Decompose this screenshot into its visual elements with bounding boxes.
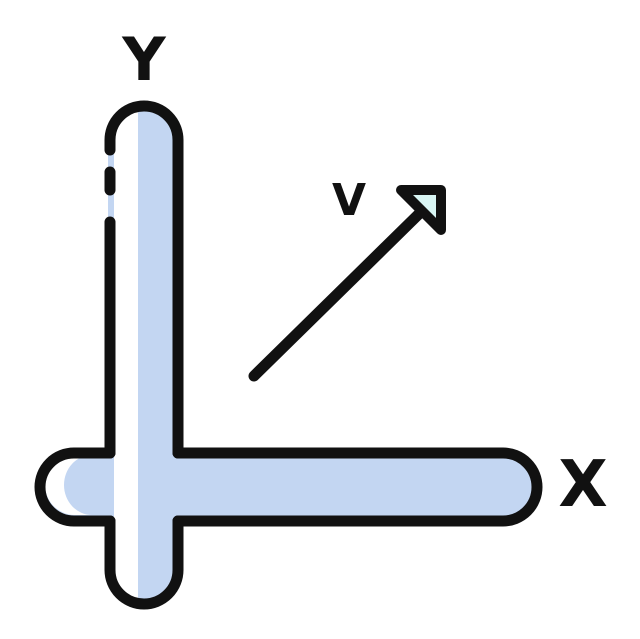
y-axis-bar <box>108 104 180 606</box>
vector-shaft <box>248 202 431 382</box>
y-axis-highlight <box>113 108 138 600</box>
y-axis-outline-top <box>104 100 184 459</box>
vector-arrowhead <box>396 185 446 235</box>
x-axis-label: X <box>558 448 607 522</box>
y-axis-outline-bottom <box>104 515 184 610</box>
vector-label: V <box>332 175 366 226</box>
y-axis-label: Y <box>121 25 167 95</box>
vector-arrow <box>248 185 446 382</box>
x-axis-outline-left <box>34 447 116 527</box>
x-axis-outline-right <box>172 447 543 527</box>
axes-outline <box>34 100 543 610</box>
x-axis-highlight <box>45 455 92 515</box>
